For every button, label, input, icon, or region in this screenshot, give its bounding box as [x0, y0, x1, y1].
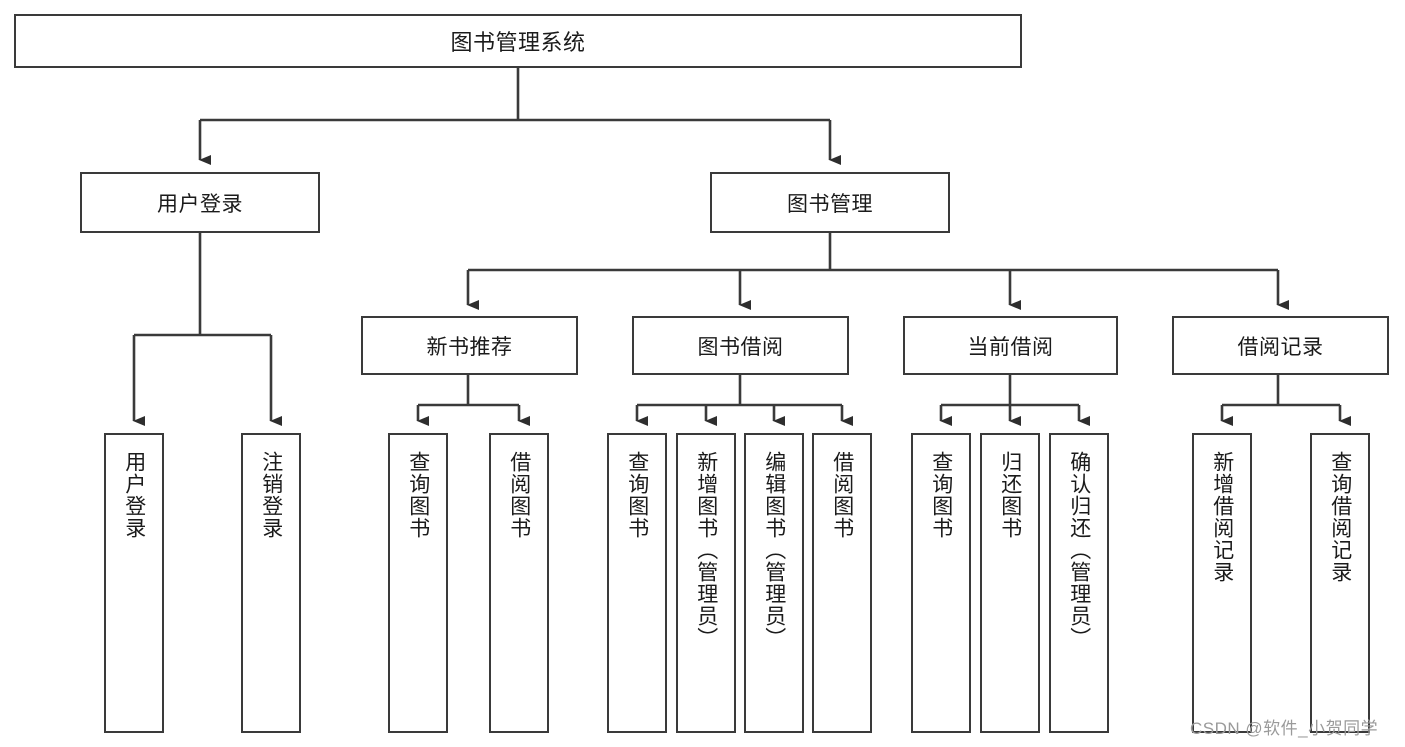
node-leaf-add-book[interactable]: 新增图书（管理员） — [676, 433, 736, 733]
node-book-borrow-label: 图书借阅 — [697, 335, 784, 359]
node-current-borrow[interactable]: 当前借阅 — [903, 316, 1118, 375]
node-leaf-borrow-book-2[interactable]: 借阅图书 — [812, 433, 872, 733]
node-new-book-recommend-label: 新书推荐 — [426, 335, 513, 359]
node-leaf-user-logout-label: 注销登录 — [259, 451, 283, 539]
node-leaf-confirm-return-label: 确认归还（管理员） — [1067, 451, 1091, 649]
node-root-label: 图书管理系统 — [450, 30, 586, 55]
node-leaf-query-book-1-label: 查询图书 — [406, 451, 430, 539]
node-leaf-edit-book[interactable]: 编辑图书（管理员） — [744, 433, 804, 733]
node-book-borrow[interactable]: 图书借阅 — [632, 316, 849, 375]
node-user-login[interactable]: 用户登录 — [80, 172, 320, 233]
watermark-text: CSDN @软件_小贺同学 — [1190, 719, 1379, 738]
node-leaf-add-record-label: 新增借阅记录 — [1210, 451, 1234, 583]
node-leaf-query-book-3[interactable]: 查询图书 — [911, 433, 971, 733]
node-user-login-label: 用户登录 — [157, 192, 243, 216]
node-leaf-query-book-2[interactable]: 查询图书 — [607, 433, 667, 733]
node-borrow-record[interactable]: 借阅记录 — [1172, 316, 1389, 375]
node-leaf-query-book-1[interactable]: 查询图书 — [388, 433, 448, 733]
node-book-manage-label: 图书管理 — [787, 192, 873, 216]
node-leaf-borrow-book-2-label: 借阅图书 — [830, 451, 854, 539]
node-leaf-confirm-return[interactable]: 确认归还（管理员） — [1049, 433, 1109, 733]
node-leaf-borrow-book-1-label: 借阅图书 — [507, 451, 531, 539]
node-leaf-query-record[interactable]: 查询借阅记录 — [1310, 433, 1370, 733]
node-leaf-return-book-label: 归还图书 — [998, 451, 1022, 539]
node-leaf-query-book-3-label: 查询图书 — [929, 451, 953, 539]
node-book-manage[interactable]: 图书管理 — [710, 172, 950, 233]
node-leaf-user-login[interactable]: 用户登录 — [104, 433, 164, 733]
node-leaf-user-logout[interactable]: 注销登录 — [241, 433, 301, 733]
node-current-borrow-label: 当前借阅 — [967, 335, 1054, 359]
node-root[interactable]: 图书管理系统 — [14, 14, 1022, 68]
node-leaf-add-book-label: 新增图书（管理员） — [694, 451, 718, 649]
node-leaf-user-login-label: 用户登录 — [122, 451, 146, 539]
node-new-book-recommend[interactable]: 新书推荐 — [361, 316, 578, 375]
node-leaf-borrow-book-1[interactable]: 借阅图书 — [489, 433, 549, 733]
node-leaf-return-book[interactable]: 归还图书 — [980, 433, 1040, 733]
node-leaf-add-record[interactable]: 新增借阅记录 — [1192, 433, 1252, 733]
node-leaf-query-record-label: 查询借阅记录 — [1328, 451, 1352, 583]
watermark: CSDN @软件_小贺同学 — [1190, 714, 1378, 739]
node-borrow-record-label: 借阅记录 — [1237, 335, 1324, 359]
node-leaf-edit-book-label: 编辑图书（管理员） — [762, 451, 786, 649]
node-leaf-query-book-2-label: 查询图书 — [625, 451, 649, 539]
